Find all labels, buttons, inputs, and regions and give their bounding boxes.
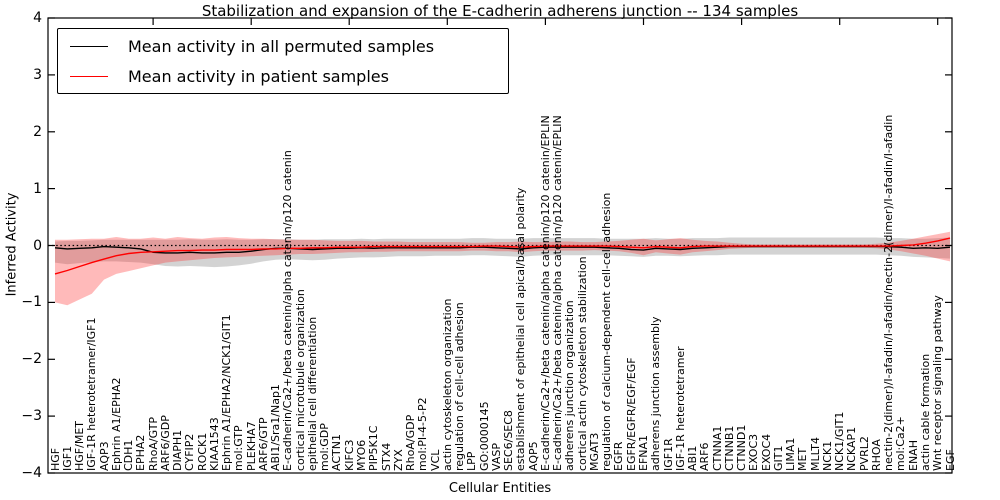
x-tick-label: IGF-1R heterotetramer [673, 346, 687, 471]
x-tick-label: E-cadherin/Ca2+/beta catenin/alpha caten… [538, 115, 552, 471]
x-tick-label: adherens junction organization [563, 300, 577, 471]
x-tick-label: PIP5K1C [367, 425, 381, 471]
x-tick-label: SEC6/SEC8 [502, 410, 516, 471]
x-tick-label: NCK1/GIT1 [833, 411, 847, 471]
chart-title: Stabilization and expansion of the E-cad… [201, 2, 799, 20]
x-tick-label: ACTN1 [330, 434, 344, 471]
y-tick-label: −3 [21, 408, 42, 425]
x-tick-label: ARF6/GTP [256, 417, 270, 471]
y-tick-label: 2 [33, 123, 42, 140]
x-tick-label: IGF1R [661, 438, 675, 471]
x-tick-label: STX4 [379, 442, 393, 471]
x-tick-label: VCL [428, 449, 442, 471]
x-tick-label: EXOC3 [747, 433, 761, 471]
y-tick-label: 3 [33, 66, 42, 83]
permuted-line-sample-icon [70, 45, 108, 47]
x-tick-label: EPHA2 [134, 434, 148, 471]
x-tick-label: EFNA1 [636, 434, 650, 471]
x-tick-label: NCKAP1 [845, 426, 859, 471]
x-tick-label: E-cadherin/Ca2+/beta catenin/alpha caten… [281, 150, 295, 471]
x-tick-label: DIAPH1 [171, 429, 185, 471]
x-tick-label: MYO6 [355, 439, 368, 471]
x-axis-label: Cellular Entities [448, 481, 552, 496]
x-tick-label: HGF/MET [73, 421, 87, 471]
x-tick-label: CTNNB1 [722, 425, 736, 471]
legend-label-patient: Mean activity in patient samples [128, 66, 389, 86]
legend-label-permuted: Mean activity in all permuted samples [128, 36, 435, 56]
x-tick-label: PVRL2 [857, 436, 871, 471]
x-tick-label: MET [796, 447, 810, 471]
x-tick-label: CDH1 [122, 439, 136, 471]
x-tick-label: ARF6 [698, 442, 712, 472]
x-tick-label: actin cable formation [918, 353, 932, 471]
x-tick-label: IGF1 [60, 445, 74, 471]
legend: Mean activity in all permuted samples Me… [57, 28, 509, 94]
y-tick-label: 4 [33, 10, 42, 26]
x-tick-label: mol:PI-4-5-P2 [416, 397, 430, 471]
x-tick-label: ENAH [906, 440, 920, 471]
x-tick-label: E-cadherin/Ca2+/beta catenin/alpha caten… [551, 115, 565, 471]
x-tick-label: GIT1 [771, 445, 785, 472]
x-tick-label: HGF [48, 447, 62, 471]
x-tick-label: Wnt receptor signaling pathway [931, 295, 945, 471]
x-tick-label: ROCK1 [195, 432, 209, 471]
patient-band [55, 231, 950, 306]
x-tick-label: regulation of calcium-dependent cell-cel… [600, 192, 614, 471]
x-tick-label: NCK1 [820, 440, 834, 471]
patient-line-sample-icon [70, 75, 108, 77]
x-tick-label: CTNND1 [735, 424, 749, 471]
x-tick-label: mol:GDP [318, 423, 332, 471]
x-tick-label: adherens junction assembly [649, 316, 663, 471]
x-tick-label: regulation of cell-cell adhesion [453, 302, 467, 471]
x-tick-label: actin cytoskeleton organization [440, 298, 454, 471]
x-tick-label: mol:Ca2+ [894, 416, 908, 471]
legend-entry-permuted: Mean activity in all permuted samples [58, 37, 508, 56]
x-tick-label: nectin-2(dimer)/I-afadin/I-afadin/nectin… [882, 114, 896, 471]
x-tick-label: epithelial cell differentiation [305, 316, 319, 471]
x-tick-label: EGF [943, 449, 957, 471]
y-tick-label: −1 [21, 294, 42, 311]
y-tick-label: 0 [33, 237, 42, 254]
x-tick-label: RhoA/GTP [146, 416, 160, 471]
x-tick-label: LIMA1 [784, 437, 798, 471]
x-tick-label: LPP [465, 451, 479, 471]
x-tick-label: ABI1/Sra1/Nap1 [269, 384, 283, 471]
x-tick-label: ABI1 [686, 445, 700, 471]
y-axis-label: Inferred Activity [4, 192, 20, 297]
x-tick-label: AQP3 [97, 441, 111, 471]
x-tick-label: establishment of epithelial cell apical/… [514, 187, 528, 471]
x-tick-label: mol:GTP [232, 425, 246, 471]
x-tick-label: KIAA1543 [207, 417, 221, 471]
y-tick-label: −4 [21, 465, 42, 481]
x-tick-label: CTNNA1 [710, 425, 724, 471]
x-tick-label: CYFIP2 [183, 433, 197, 471]
y-tick-label: 1 [33, 180, 42, 197]
x-tick-label: VASP [489, 443, 503, 471]
x-tick-label: MGAT3 [587, 432, 601, 471]
x-tick-label: cortical microtubule organization [293, 289, 307, 471]
x-tick-label: ARF6/GDP [158, 415, 172, 471]
legend-entry-patient: Mean activity in patient samples [58, 67, 508, 86]
x-tick-label: AQP5 [526, 441, 540, 471]
x-tick-label: PLEKHA7 [244, 421, 258, 471]
x-tick-label: RhoA/GDP [404, 414, 418, 471]
y-tick-label: −2 [21, 351, 42, 368]
x-tick-label: Ephrin A1/EPHA2/NCK1/GIT1 [220, 314, 234, 471]
patient-mean-line [54, 237, 951, 275]
x-tick-label: EXOC4 [759, 433, 773, 471]
x-tick-label: IGF-1R heterotetramer/IGF1 [85, 317, 99, 472]
x-tick-label: RHOA [869, 439, 883, 471]
x-tick-label: EGFR [612, 441, 626, 471]
x-tick-label: GO:0000145 [477, 401, 491, 471]
x-tick-label: EGFR/EGFR/EGF/EGF [624, 357, 638, 471]
x-tick-label: MLLT4 [808, 437, 822, 471]
x-tick-label: cortical actin cytoskeleton stabilizatio… [575, 256, 589, 471]
x-tick-label: KIFC3 [342, 439, 356, 471]
x-tick-label: ZYX [391, 449, 405, 471]
x-tick-label: Ephrin A1/EPHA2 [109, 377, 123, 471]
